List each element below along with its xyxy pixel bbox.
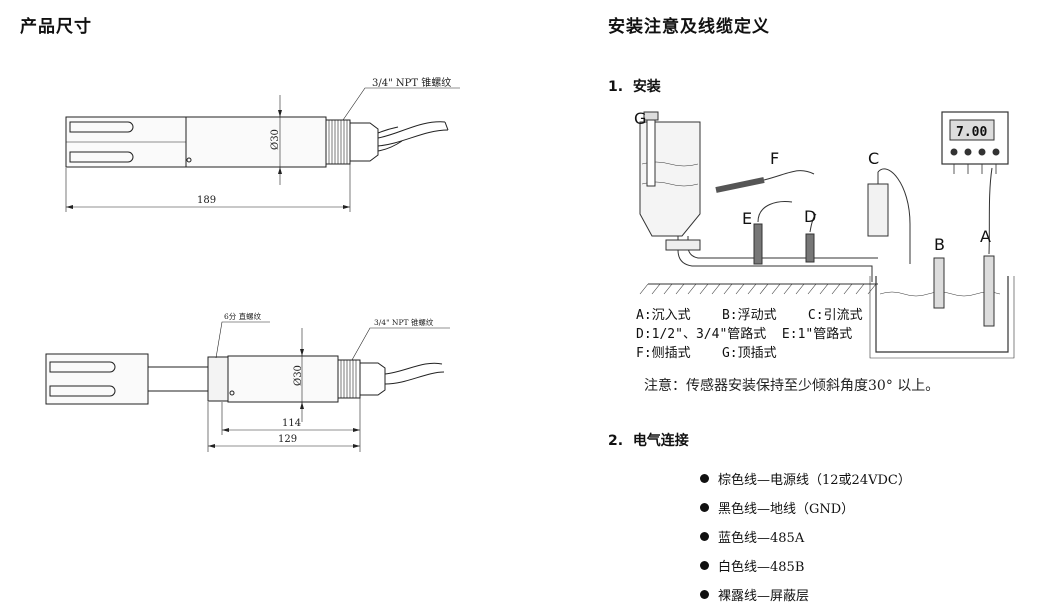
length-label-114: 114 xyxy=(282,418,301,429)
section-title-installation: 安装注意及线缆定义 xyxy=(608,17,770,37)
wire-text: 裸露线—屏蔽层 xyxy=(718,589,810,604)
wire-text: 棕色线—电源线（12或24VDC） xyxy=(718,473,911,488)
length-label-129: 129 xyxy=(278,434,297,445)
label-B: B xyxy=(934,235,945,254)
installation-diagram: 7.00 G F C E D B A xyxy=(634,109,1015,359)
label-A: A xyxy=(980,227,991,246)
electrical-heading-text: 电气连接 xyxy=(632,433,689,449)
wire-item-white: 白色线—485B xyxy=(700,551,911,580)
wire-item-blue: 蓝色线—485A xyxy=(700,522,911,551)
section-title-dimensions: 产品尺寸 xyxy=(20,17,92,37)
install-note: 注意：传感器安装保持至少倾斜角度30° 以上。 xyxy=(644,378,940,394)
label-G: G xyxy=(634,109,646,128)
sensor-drawing-top xyxy=(65,87,460,212)
bullet-icon xyxy=(700,532,709,541)
thread-label-top: 3/4" NPT 锥螺纹 xyxy=(372,76,451,89)
length-label-189: 189 xyxy=(197,195,216,206)
legend-line-2: D:1/2"、3/4"管路式 E:1"管路式 xyxy=(636,327,853,342)
bullet-icon xyxy=(700,503,709,512)
label-C: C xyxy=(868,149,879,168)
controller-display: 7.00 xyxy=(956,125,987,140)
legend-line-3: F:侧插式 G:顶插式 xyxy=(636,346,777,361)
dimension-drawings: 3/4" NPT 锥螺纹 Ø30 189 6分 直螺纹 3/4" NPT 锥螺纹… xyxy=(45,76,460,452)
label-F: F xyxy=(770,149,779,168)
diameter-label-bottom: Ø30 xyxy=(293,365,304,386)
wire-text: 蓝色线—485A xyxy=(718,531,805,546)
straight-thread-label: 6分 直螺纹 xyxy=(224,311,262,321)
sensor-drawing-bottom xyxy=(45,321,450,452)
wire-text: 白色线—485B xyxy=(718,560,805,575)
label-E: E xyxy=(742,209,752,228)
wire-item-shield: 裸露线—屏蔽层 xyxy=(700,580,911,609)
wire-item-brown: 棕色线—电源线（12或24VDC） xyxy=(700,464,911,493)
label-D: D xyxy=(804,207,816,226)
wire-item-black: 黑色线—地线（GND） xyxy=(700,493,911,522)
install-legend: A:沉入式 B:浮动式 C:引流式 D:1/2"、3/4"管路式 E:1"管路式… xyxy=(636,306,886,363)
bullet-icon xyxy=(700,561,709,570)
electrical-heading: 2. 电气连接 xyxy=(608,430,689,450)
legend-line-1: A:沉入式 B:浮动式 C:引流式 xyxy=(636,308,863,323)
diameter-label-top: Ø30 xyxy=(270,129,281,150)
thread-label-bottom: 3/4" NPT 锥螺纹 xyxy=(374,317,434,327)
install-heading-text: 安装 xyxy=(632,79,661,95)
bullet-icon xyxy=(700,474,709,483)
wire-list: 棕色线—电源线（12或24VDC） 黑色线—地线（GND） 蓝色线—485A 白… xyxy=(700,464,911,609)
bullet-icon xyxy=(700,590,709,599)
electrical-number: 2. xyxy=(608,433,624,449)
install-heading: 1. 安装 xyxy=(608,76,661,96)
install-number: 1. xyxy=(608,79,624,95)
wire-text: 黑色线—地线（GND） xyxy=(718,502,855,517)
